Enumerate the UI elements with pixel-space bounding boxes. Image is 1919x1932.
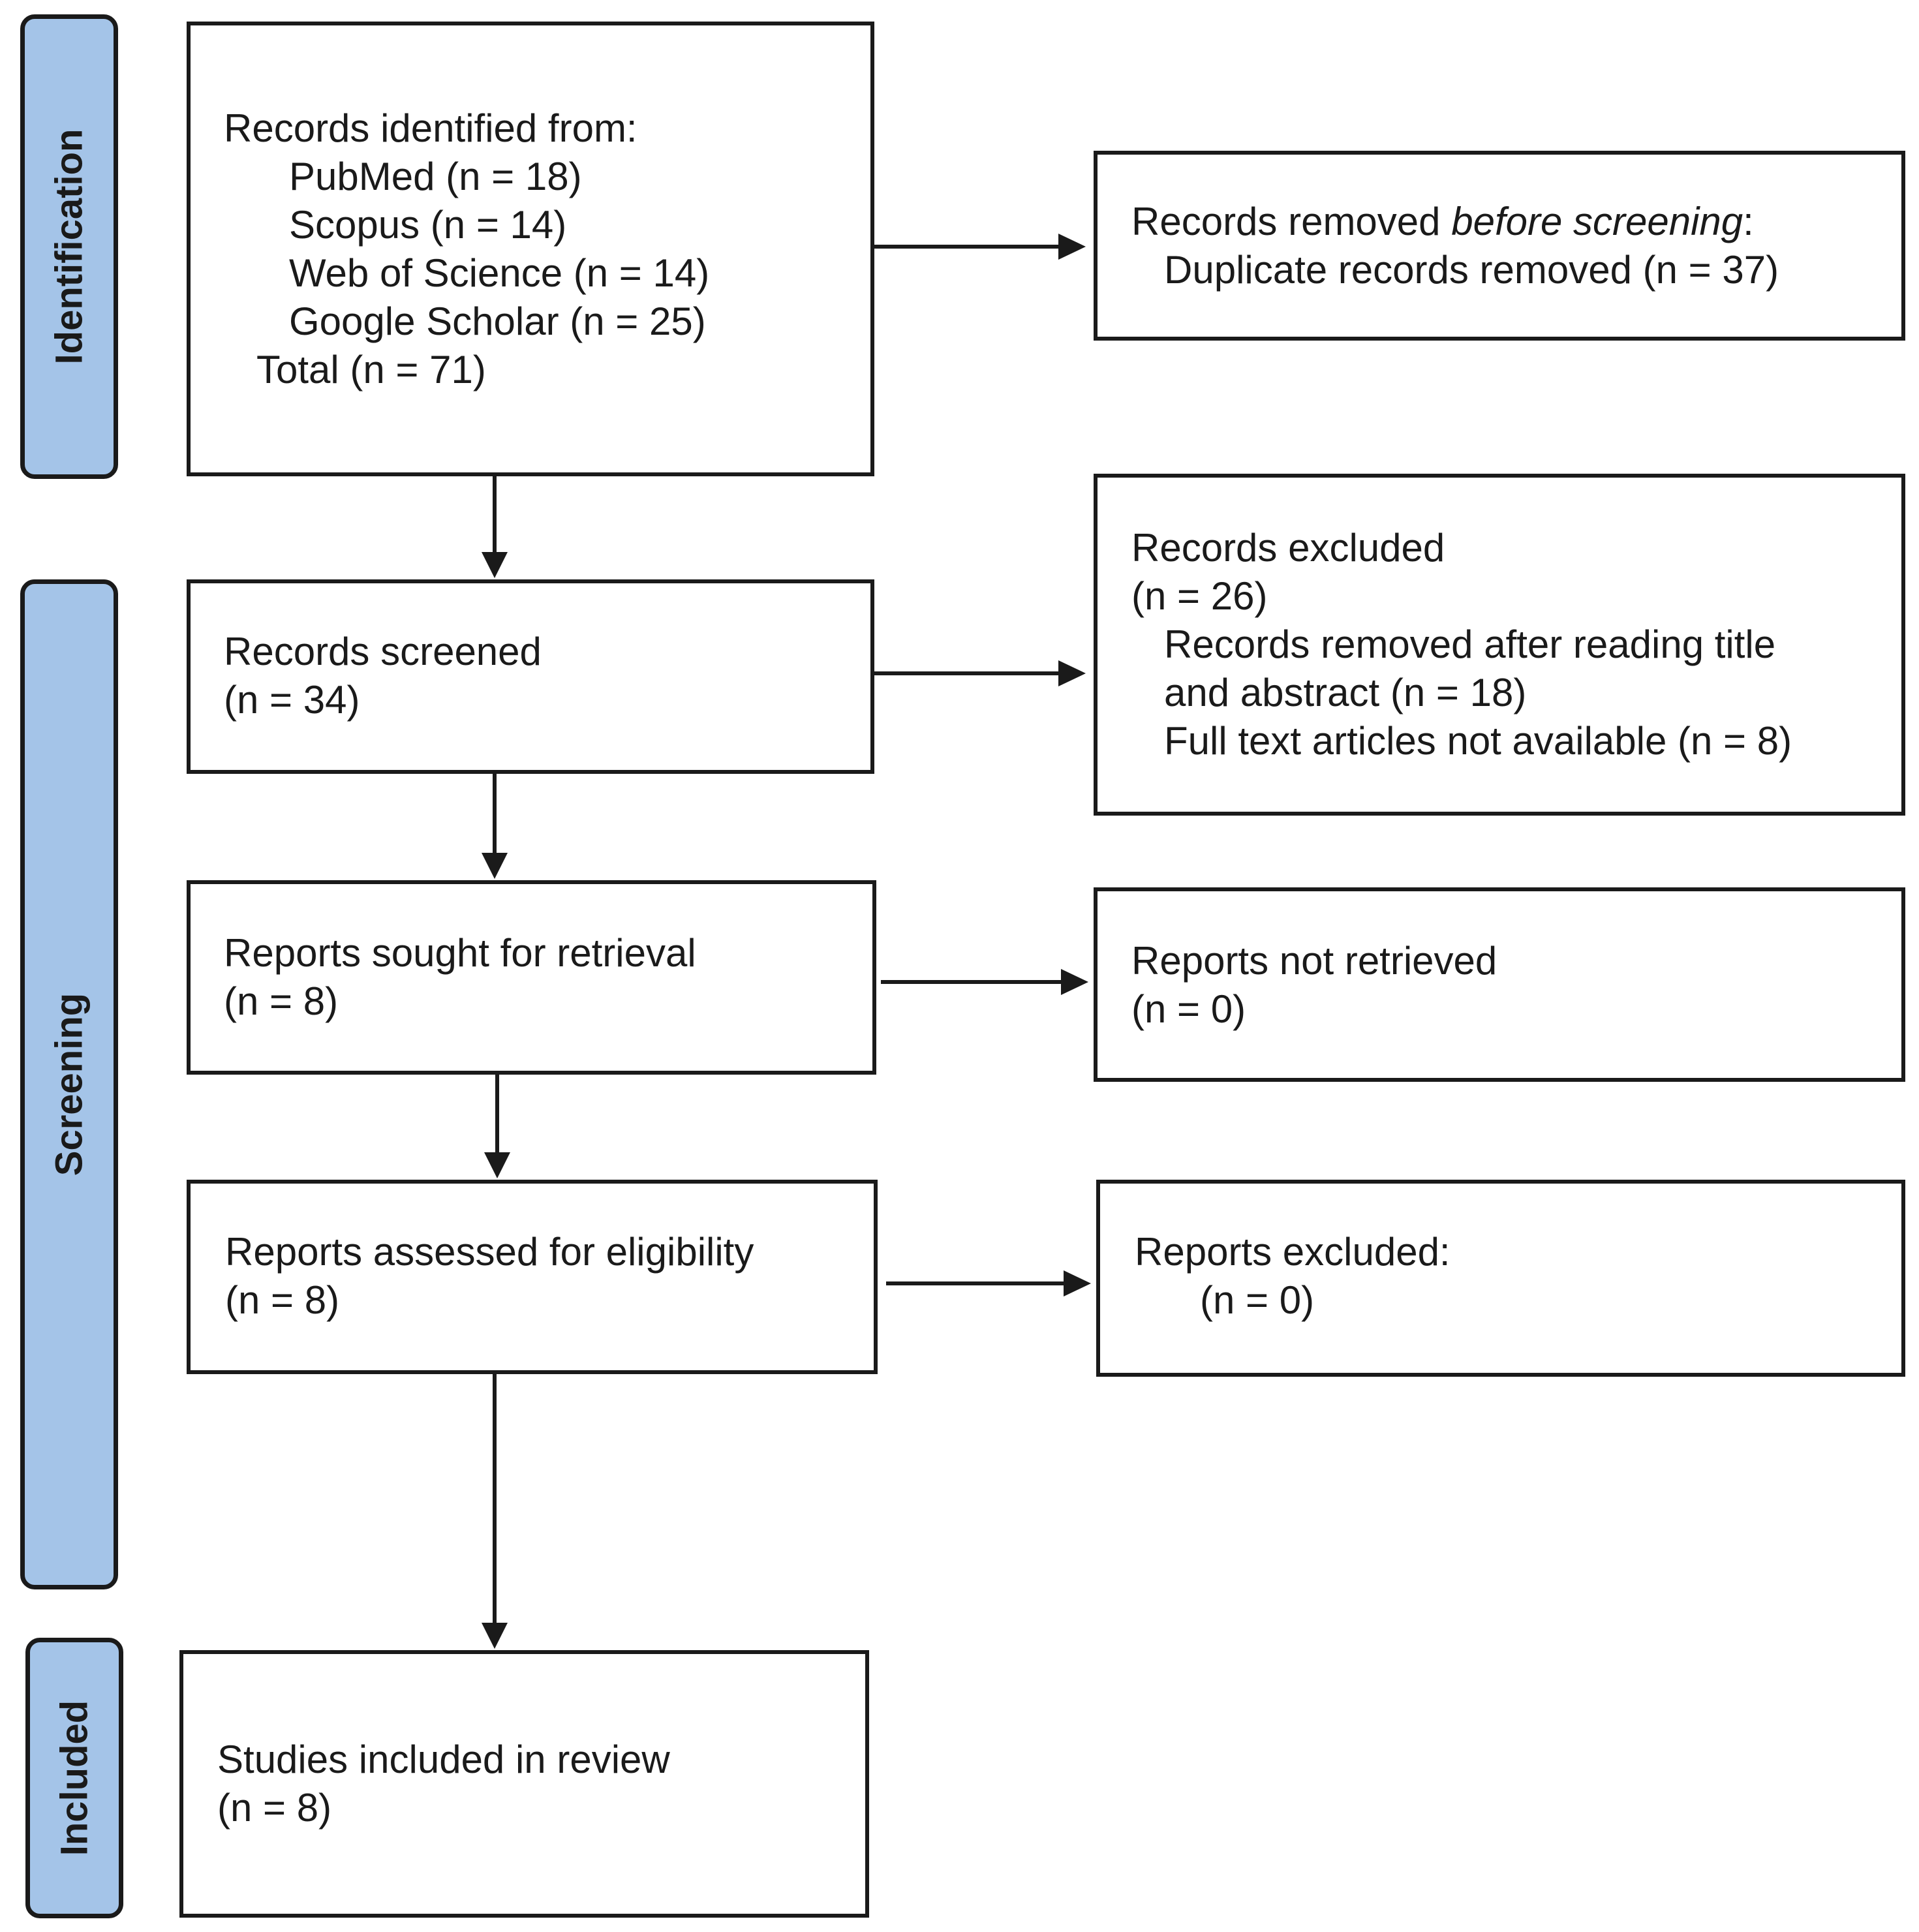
arrow-screened-to-sought: [482, 774, 508, 879]
records-screened-box: [187, 579, 874, 774]
arrow-identified-to-screened: [482, 476, 508, 578]
reports-sought-box: [187, 880, 876, 1075]
records-identified-heading: Records identified from:: [224, 106, 637, 150]
phase-included: Included: [25, 1638, 123, 1918]
reports-assessed-line1: Reports assessed for eligibility: [225, 1230, 754, 1274]
records-excluded-title-abstract-count: and abstract (n = 18): [1164, 671, 1527, 714]
phase-included-label: Included: [53, 1700, 96, 1856]
records-excluded-count: (n = 26): [1131, 574, 1268, 618]
reports-not-retrieved-count: (n = 0): [1131, 987, 1246, 1031]
records-excluded-line1: Records excluded: [1131, 526, 1445, 570]
arrow-sought-to-assessed: [484, 1075, 510, 1178]
records-identified-total: Total (n = 71): [256, 348, 486, 391]
reports-sought-line1: Reports sought for retrieval: [224, 931, 696, 975]
records-removed-heading-prefix: Records removed: [1131, 200, 1452, 243]
reports-assessed-count: (n = 8): [225, 1278, 340, 1322]
reports-assessed-box: [187, 1180, 878, 1374]
arrow-identified-to-removed: [874, 234, 1086, 260]
arrow-assessed-to-excluded: [886, 1270, 1091, 1296]
reports-excluded-line1: Reports excluded:: [1135, 1230, 1451, 1274]
records-identified-box: [187, 22, 874, 476]
records-removed-box: [1094, 151, 1905, 341]
studies-included-box: [179, 1650, 869, 1918]
phase-identification-label: Identification: [48, 129, 91, 365]
reports-excluded-count: (n = 0): [1200, 1278, 1315, 1322]
records-screened-line1: Records screened: [224, 630, 542, 673]
records-excluded-full-text: Full text articles not available (n = 8): [1164, 719, 1792, 763]
source-google-scholar: Google Scholar (n = 25): [289, 299, 706, 343]
records-excluded-title-abstract: Records removed after reading title: [1164, 622, 1776, 666]
records-removed-heading-emphasis: before screening: [1451, 200, 1743, 243]
studies-included-line1: Studies included in review: [217, 1738, 670, 1781]
reports-sought-count: (n = 8): [224, 979, 339, 1023]
arrow-assessed-to-included: [482, 1374, 508, 1649]
phase-screening-label: Screening: [48, 992, 91, 1176]
records-removed-heading-suffix: :: [1743, 200, 1754, 243]
arrow-sought-to-not-retrieved: [881, 969, 1088, 995]
reports-not-retrieved-line1: Reports not retrieved: [1131, 939, 1497, 983]
source-web-of-science: Web of Science (n = 14): [289, 251, 710, 295]
reports-not-retrieved-box: [1094, 887, 1905, 1082]
records-excluded-box: [1094, 474, 1905, 816]
phase-screening: Screening: [20, 579, 118, 1589]
records-removed-detail: Duplicate records removed (n = 37): [1164, 248, 1779, 292]
phase-identification: Identification: [20, 14, 118, 479]
records-removed-heading: Records removed before screening:: [1131, 198, 1754, 246]
reports-excluded-box: [1096, 1180, 1905, 1377]
source-pubmed: PubMed (n = 18): [289, 155, 582, 198]
source-scopus: Scopus (n = 14): [289, 203, 567, 247]
arrow-screened-to-excluded: [874, 660, 1086, 686]
records-screened-count: (n = 34): [224, 678, 360, 722]
studies-included-count: (n = 8): [217, 1786, 332, 1830]
